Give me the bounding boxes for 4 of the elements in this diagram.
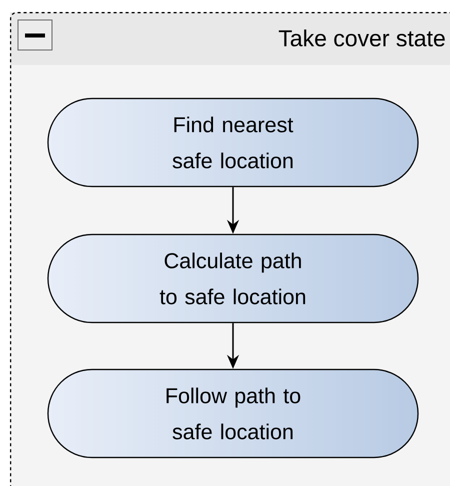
state-title: Take cover state xyxy=(278,30,445,46)
action-box: Find nearest safe location xyxy=(47,98,419,188)
action-box: Calculate path to safe location xyxy=(47,234,419,324)
action-box: Follow path to safe location xyxy=(47,368,419,458)
